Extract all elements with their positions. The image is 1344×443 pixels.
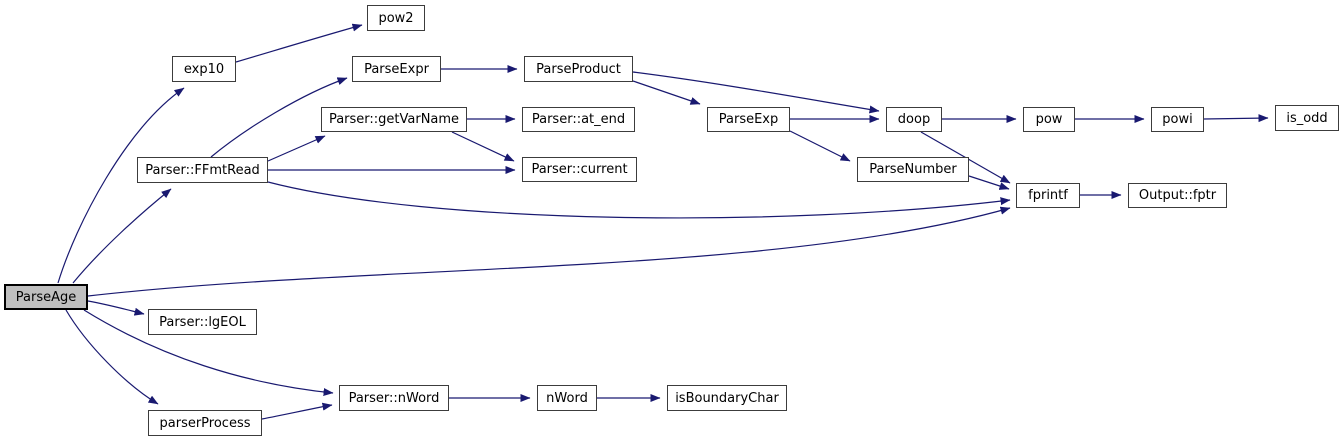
edge-parse-age-parser-nword bbox=[83, 309, 334, 397]
node-parse-number[interactable]: ParseNumber bbox=[857, 157, 969, 182]
node-current[interactable]: Parser::current bbox=[522, 157, 637, 182]
node-at-end[interactable]: Parser::at_end bbox=[522, 107, 635, 132]
edge-parser-process-parser-nword bbox=[261, 402, 333, 420]
node-label: fprintf bbox=[1028, 188, 1068, 203]
node-nword[interactable]: nWord bbox=[537, 385, 597, 411]
node-is-odd[interactable]: is_odd bbox=[1275, 105, 1339, 131]
edge-parse-age-parser-process bbox=[65, 309, 159, 405]
edge-exp10-pow2 bbox=[235, 23, 363, 63]
node-label: exp10 bbox=[183, 61, 225, 77]
node-label: Parser::lgEOL bbox=[159, 314, 246, 330]
node-lg-eol[interactable]: Parser::lgEOL bbox=[148, 309, 257, 335]
edge-parse-age-ffmt-read bbox=[72, 188, 172, 284]
node-label: pow2 bbox=[378, 10, 414, 26]
node-label: ParseExp bbox=[718, 112, 779, 127]
edge-parse-age-exp10 bbox=[57, 87, 185, 284]
node-label: ParseExpr bbox=[364, 61, 429, 77]
node-label: Output::fptr bbox=[1138, 188, 1217, 203]
edge-ffmt-read-parse-expr bbox=[210, 77, 348, 158]
node-parser-process[interactable]: parserProcess bbox=[148, 410, 262, 436]
node-label: is_odd bbox=[1286, 110, 1328, 126]
node-pow2[interactable]: pow2 bbox=[367, 5, 425, 31]
node-parse-age: ParseAge bbox=[4, 284, 88, 310]
node-parse-product[interactable]: ParseProduct bbox=[524, 56, 633, 82]
node-get-var-name[interactable]: Parser::getVarName bbox=[321, 107, 467, 132]
node-is-boundary-char[interactable]: isBoundaryChar bbox=[667, 385, 787, 411]
node-pow[interactable]: pow bbox=[1023, 107, 1075, 132]
node-label: pow bbox=[1035, 112, 1063, 127]
edge-parse-age-fprintf bbox=[87, 206, 1011, 297]
node-powi[interactable]: powi bbox=[1151, 107, 1204, 132]
node-label: ParseAge bbox=[15, 289, 77, 305]
node-parse-exp[interactable]: ParseExp bbox=[707, 107, 790, 132]
node-label: Parser::getVarName bbox=[328, 112, 460, 127]
edge-get-var-name-current bbox=[451, 131, 515, 162]
edge-group bbox=[57, 23, 1269, 420]
edge-ffmt-read-get-var-name bbox=[267, 135, 326, 162]
node-label: Parser::at_end bbox=[531, 112, 626, 127]
edge-parse-product-parse-exp bbox=[632, 80, 701, 105]
node-label: Parser::nWord bbox=[348, 390, 440, 406]
node-parser-nword[interactable]: Parser::nWord bbox=[339, 385, 449, 411]
edge-ffmt-read-fprintf bbox=[267, 181, 1011, 219]
node-label: isBoundaryChar bbox=[675, 390, 779, 406]
node-doop[interactable]: doop bbox=[886, 107, 942, 132]
node-exp10[interactable]: exp10 bbox=[172, 56, 236, 82]
node-label: doop bbox=[897, 112, 931, 127]
node-output-fptr[interactable]: Output::fptr bbox=[1128, 183, 1227, 208]
node-label: parserProcess bbox=[159, 415, 251, 431]
node-label: nWord bbox=[546, 390, 588, 406]
edge-parse-exp-parse-number bbox=[789, 130, 851, 162]
node-fprintf[interactable]: fprintf bbox=[1016, 183, 1080, 208]
node-label: Parser::current bbox=[531, 162, 628, 177]
node-label: ParseProduct bbox=[536, 61, 621, 77]
edge-parse-number-fprintf bbox=[968, 175, 1010, 190]
node-ffmt-read[interactable]: Parser::FFmtRead bbox=[137, 157, 268, 183]
node-label: ParseNumber bbox=[869, 162, 957, 177]
edge-powi-is-odd bbox=[1203, 114, 1269, 123]
node-label: Parser::FFmtRead bbox=[145, 162, 260, 178]
node-parse-expr[interactable]: ParseExpr bbox=[352, 56, 441, 82]
edge-parse-product-doop bbox=[632, 71, 880, 114]
edge-parse-age-lg-eol bbox=[87, 300, 145, 316]
node-label: powi bbox=[1162, 112, 1193, 127]
